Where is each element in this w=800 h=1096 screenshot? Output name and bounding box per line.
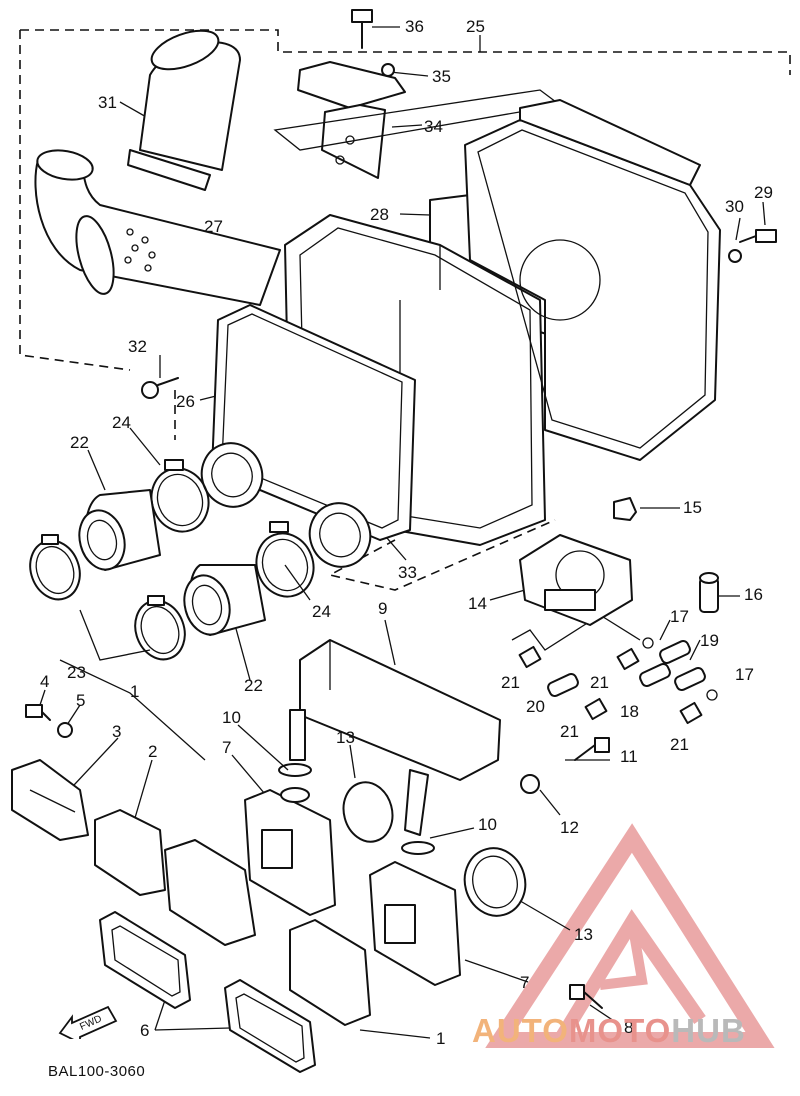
part-22-boots <box>78 489 266 636</box>
label-35: 35 <box>432 67 451 86</box>
part-36-bolt <box>351 9 373 49</box>
parts-4-5 <box>25 704 73 738</box>
label-5: 5 <box>76 691 85 710</box>
label-10a: 10 <box>222 708 241 727</box>
fwd-arrow-icon: FWD <box>58 1005 118 1039</box>
label-28: 28 <box>370 205 389 224</box>
leader-lines <box>39 26 766 1039</box>
part-32-bolt <box>141 377 179 399</box>
label-10b: 10 <box>478 815 497 834</box>
label-30: 30 <box>725 197 744 216</box>
part-21-fittings <box>518 645 703 725</box>
part-24-clamps <box>150 459 315 598</box>
label-21a: 21 <box>501 673 520 692</box>
automotohub-logo <box>485 823 775 1048</box>
label-27: 27 <box>204 217 223 236</box>
label-19: 19 <box>700 631 719 650</box>
label-7b: 7 <box>520 973 529 992</box>
label-9: 9 <box>378 599 387 618</box>
part-11-bolt <box>574 737 610 761</box>
label-1a: 1 <box>130 682 139 701</box>
label-22b: 22 <box>244 676 263 695</box>
wordmark-moto: MOTO <box>568 1012 672 1049</box>
label-26: 26 <box>176 392 195 411</box>
label-11: 11 <box>620 747 638 766</box>
part-16-cylinder <box>699 572 719 613</box>
label-6: 6 <box>140 1021 149 1040</box>
label-31: 31 <box>98 93 117 112</box>
label-18: 18 <box>620 702 639 721</box>
part-6-gaskets <box>99 911 316 1073</box>
label-16: 16 <box>744 585 763 604</box>
label-13b: 13 <box>574 925 593 944</box>
label-13a: 13 <box>336 728 355 747</box>
rear-cover <box>464 99 721 461</box>
part-17-clips <box>642 637 718 701</box>
label-2: 2 <box>148 742 157 761</box>
automotohub-wordmark: AUTOMOTOHUB <box>472 1012 746 1050</box>
label-25: 25 <box>466 17 485 36</box>
label-17b: 17 <box>735 665 754 684</box>
part-23-clamps <box>29 534 186 661</box>
part-9-silencer <box>289 639 501 836</box>
label-34: 34 <box>424 117 443 136</box>
part-27-intake-tube <box>34 149 281 306</box>
wordmark-hub: HUB <box>671 1012 746 1049</box>
label-23: 23 <box>67 663 86 682</box>
part-8-bolt <box>569 984 603 1009</box>
part-12-nut <box>520 774 540 794</box>
parts-29-30-screw-washer <box>728 229 777 263</box>
label-7a: 7 <box>222 738 231 757</box>
parts-1-2-3-reed-valves <box>11 759 371 1026</box>
label-21c: 21 <box>560 722 579 741</box>
wordmark-auto: AUTO <box>472 1012 569 1049</box>
part-31-duct <box>127 29 241 191</box>
label-14: 14 <box>468 594 487 613</box>
label-36: 36 <box>405 17 424 36</box>
label-1b: 1 <box>436 1029 445 1048</box>
callout-numbers: 36 25 35 31 34 28 27 30 29 32 26 24 22 1… <box>40 17 773 1048</box>
label-21b: 21 <box>590 673 609 692</box>
part-10-orings <box>278 763 435 855</box>
label-32: 32 <box>128 337 147 356</box>
part-7-bodies <box>244 787 461 986</box>
label-33: 33 <box>398 563 417 582</box>
label-12: 12 <box>560 818 579 837</box>
part-15-cap <box>613 497 637 521</box>
part-14-plate <box>519 534 633 626</box>
label-3: 3 <box>112 722 121 741</box>
label-29: 29 <box>754 183 773 202</box>
label-24a: 24 <box>112 413 131 432</box>
diagram-code: BAL100-3060 <box>48 1063 146 1080</box>
label-21d: 21 <box>670 735 689 754</box>
parts-18-19-20-sleeves <box>547 639 706 698</box>
part-33-boots <box>200 442 372 568</box>
label-20: 20 <box>526 697 545 716</box>
part-13-clamps <box>342 781 527 917</box>
label-15: 15 <box>683 498 702 517</box>
label-4: 4 <box>40 672 49 691</box>
part-34-bracket <box>297 61 406 179</box>
label-22a: 22 <box>70 433 89 452</box>
label-24b: 24 <box>312 602 331 621</box>
label-17a: 17 <box>670 607 689 626</box>
label-8: 8 <box>624 1018 633 1037</box>
